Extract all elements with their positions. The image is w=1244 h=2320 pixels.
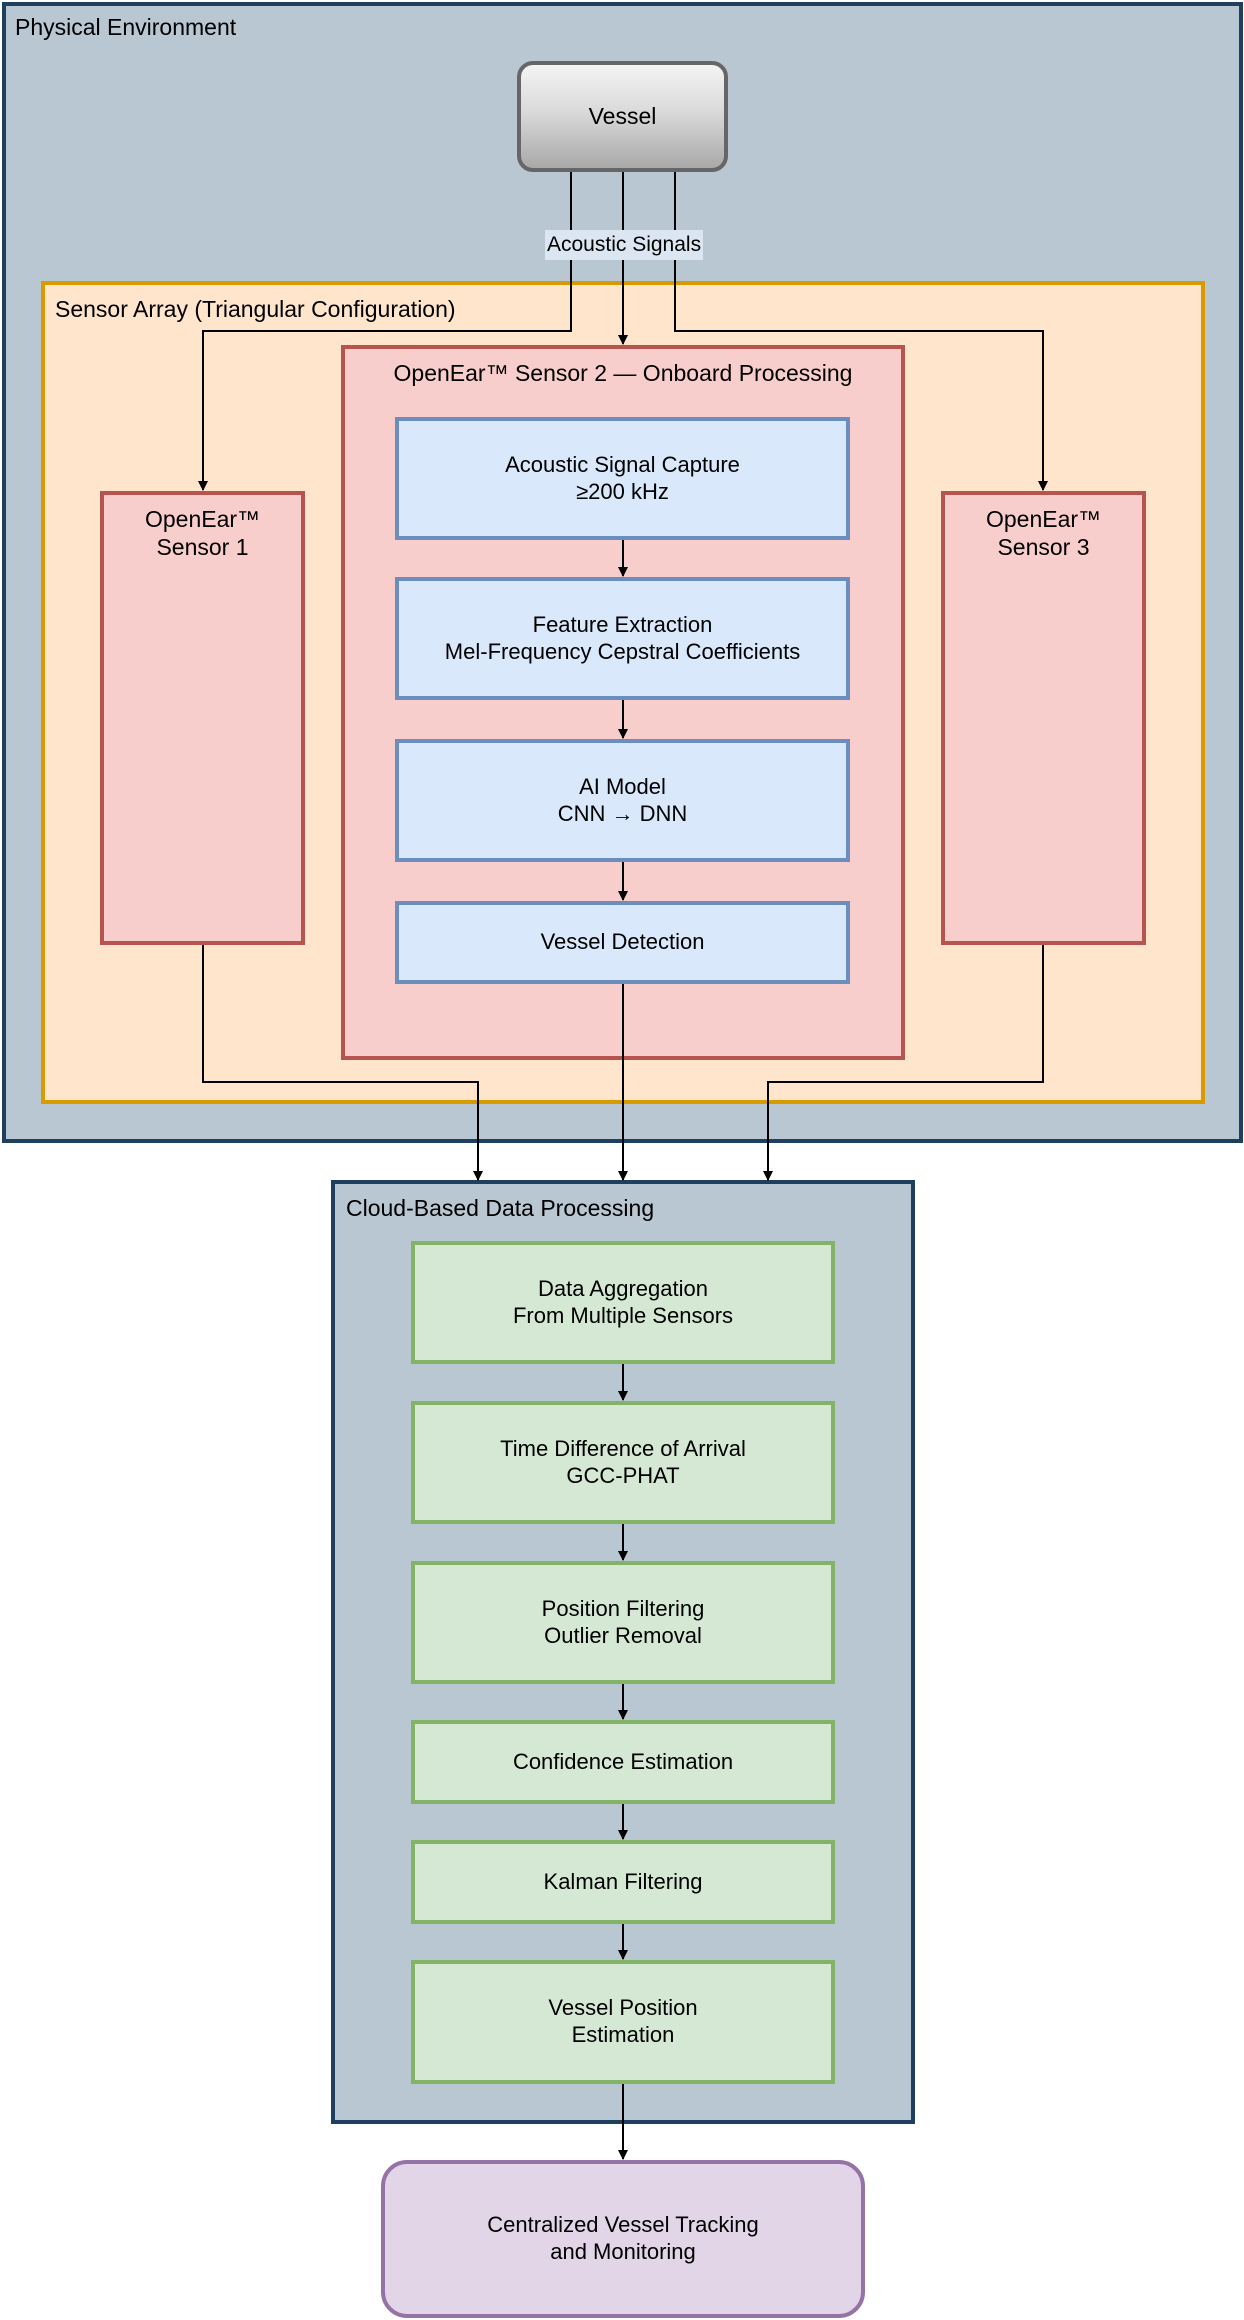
acoustic-signal-capture-step: Acoustic Signal Capture ≥200 kHz xyxy=(395,417,850,540)
position-filtering-step: Position Filtering Outlier Removal xyxy=(411,1561,835,1684)
vessel-position-estimation-step: Vessel Position Estimation xyxy=(411,1960,835,2084)
cloud-processing-title: Cloud-Based Data Processing xyxy=(346,1195,655,1221)
feature-extraction-step: Feature Extraction Mel-Frequency Cepstra… xyxy=(395,577,850,700)
centralized-tracking-node: Centralized Vessel Tracking and Monitori… xyxy=(381,2160,865,2318)
kalman-filtering-step: Kalman Filtering xyxy=(411,1840,835,1924)
sensor-array-title: Sensor Array (Triangular Configuration) xyxy=(55,296,456,322)
ai-model-step: AI Model CNN → DNN xyxy=(395,739,850,862)
vessel-node: Vessel xyxy=(517,61,728,172)
sensor-3 xyxy=(941,491,1146,945)
acoustic-signals-label: Acoustic Signals xyxy=(545,230,704,260)
sensor-3-label: OpenEar™ Sensor 3 xyxy=(985,505,1102,560)
tdoa-step: Time Difference of Arrival GCC-PHAT xyxy=(411,1401,835,1524)
vessel-detection-step: Vessel Detection xyxy=(395,901,850,984)
confidence-estimation-step: Confidence Estimation xyxy=(411,1720,835,1804)
sensor-1 xyxy=(100,491,305,945)
physical-environment-title: Physical Environment xyxy=(15,14,237,40)
sensor-1-label: OpenEar™ Sensor 1 xyxy=(144,505,261,560)
data-aggregation-step: Data Aggregation From Multiple Sensors xyxy=(411,1241,835,1364)
sensor-2-title: OpenEar™ Sensor 2 — Onboard Processing xyxy=(393,359,853,386)
